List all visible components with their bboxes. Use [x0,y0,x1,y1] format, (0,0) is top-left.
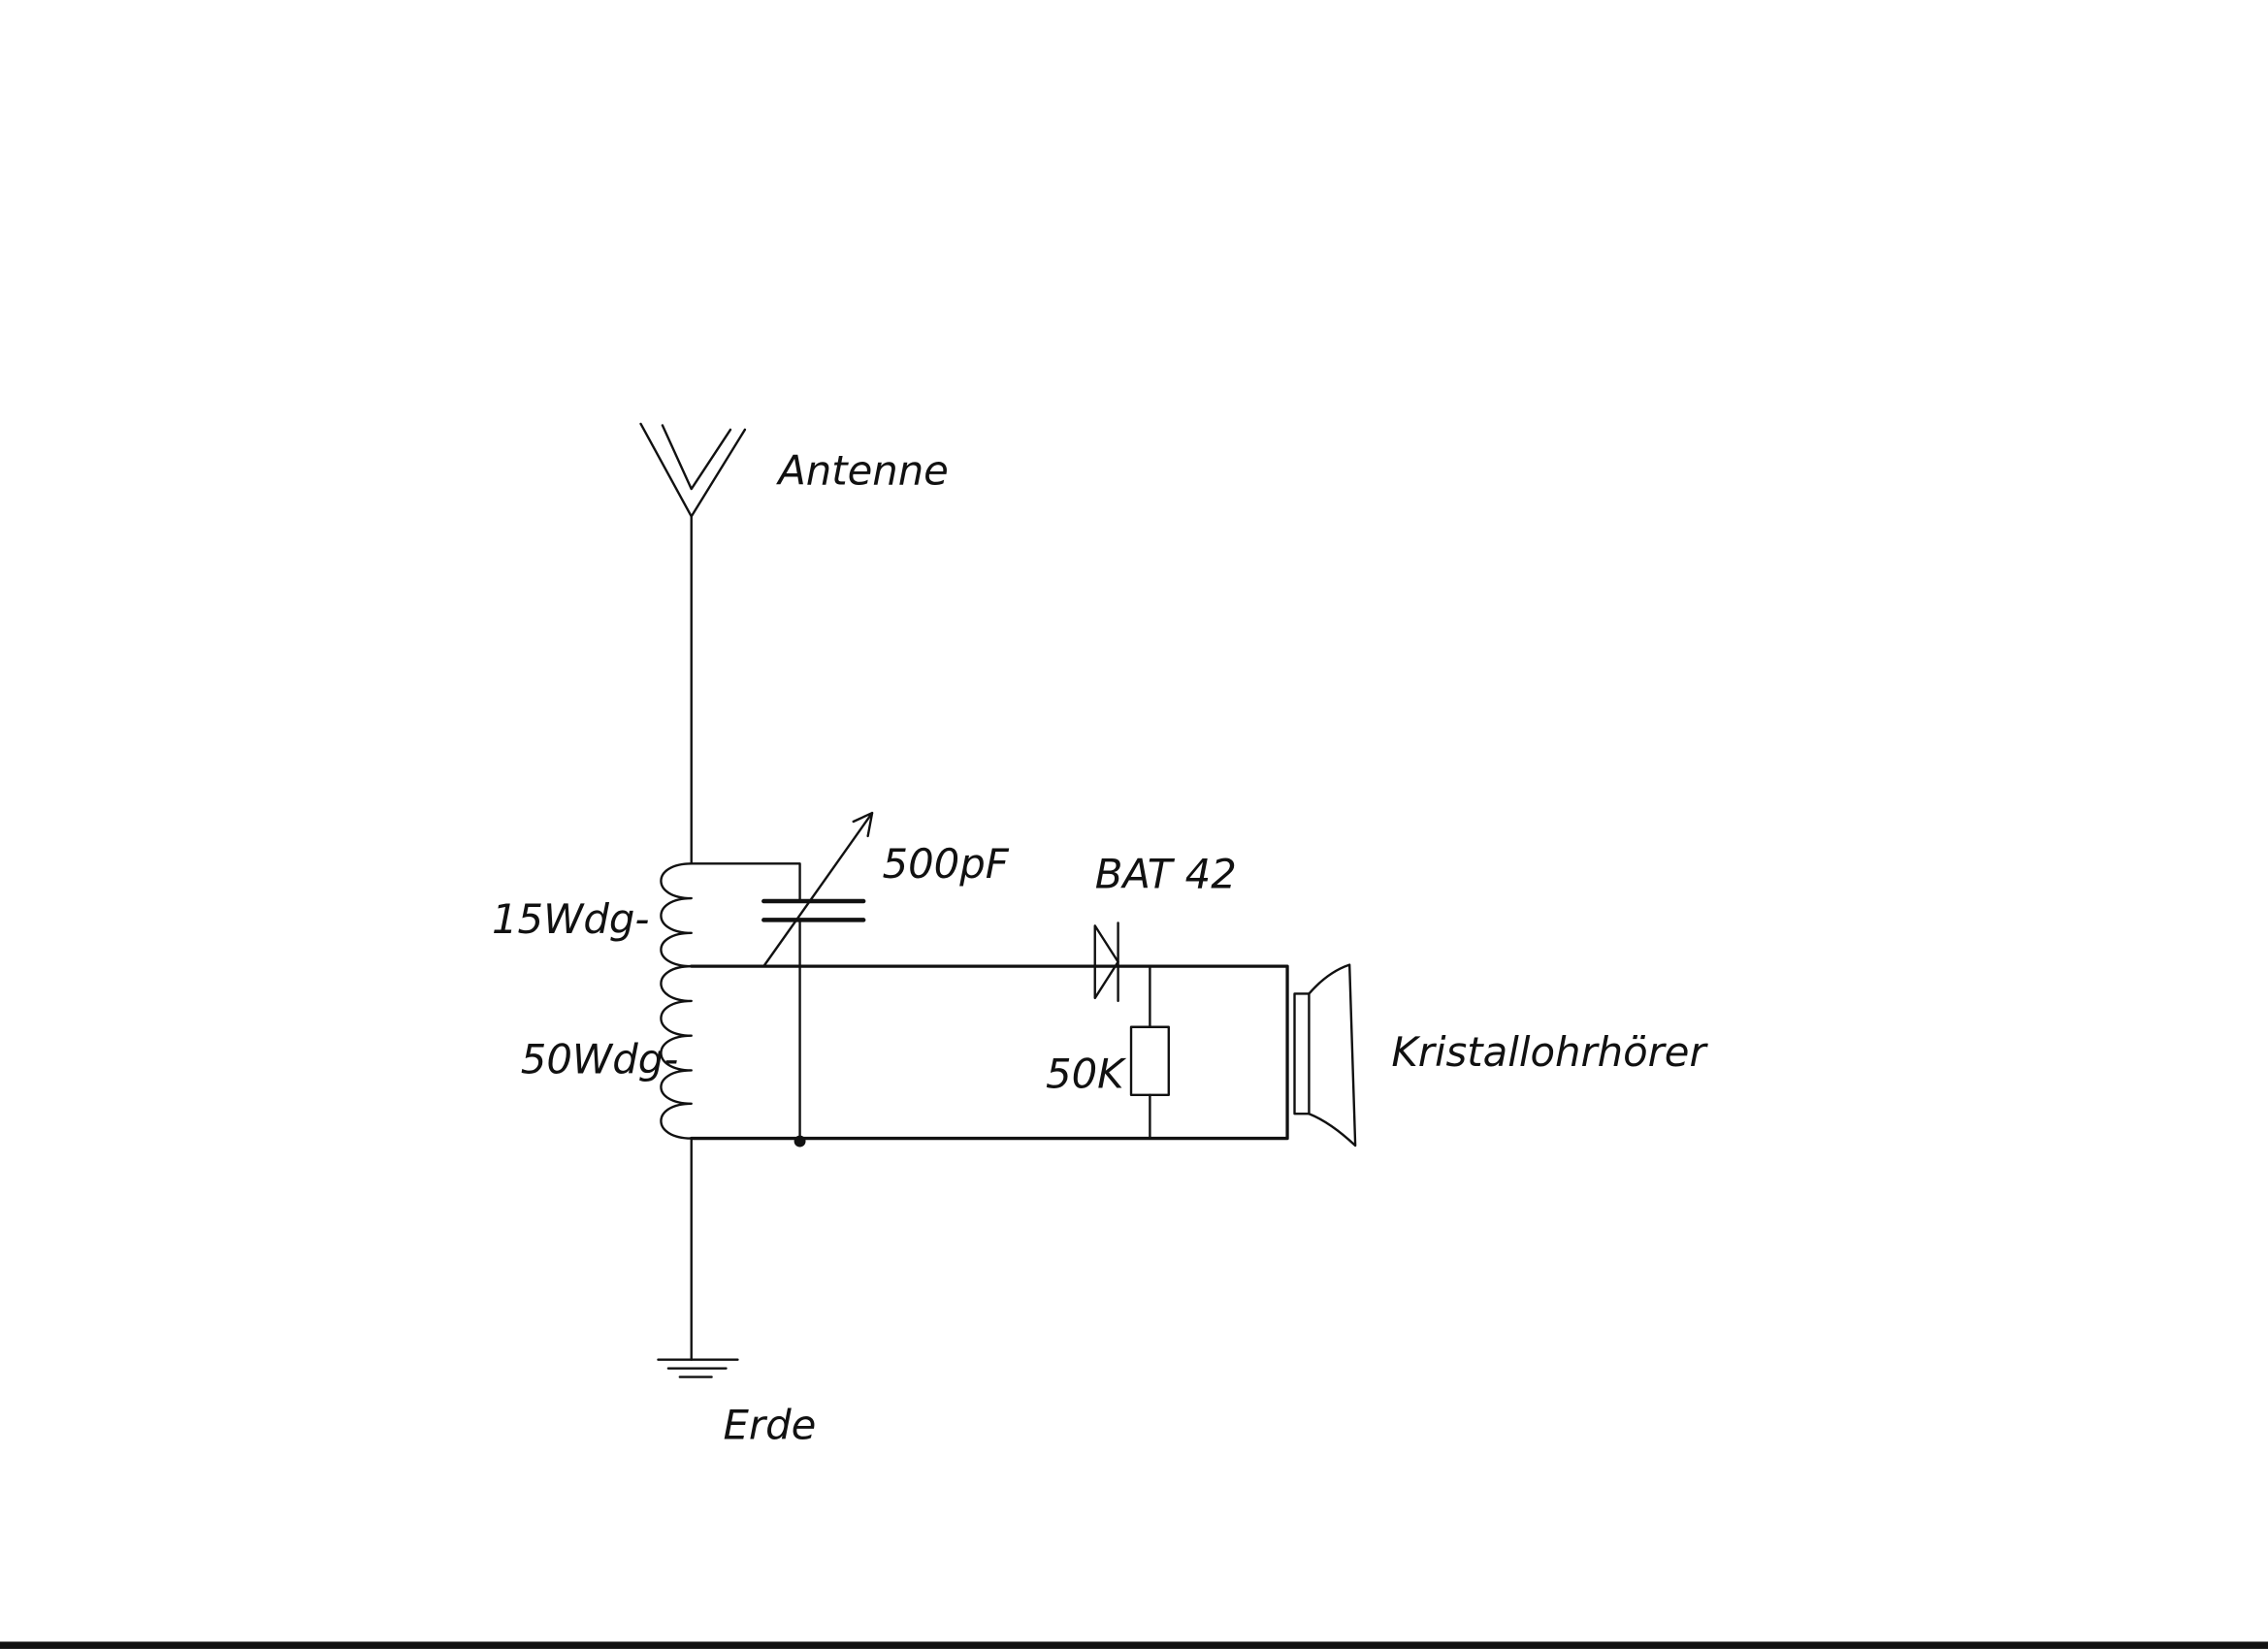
coil-inductor [660,862,693,1140]
coil-lower-label: 50Wdg- [521,1035,678,1083]
diode-label: BAT 42 [1095,851,1237,898]
coil-upper-label: 15Wdg- [492,895,649,943]
earpiece-symbol [1293,963,1357,1148]
diode-symbol [1093,922,1119,1003]
scan-edge-bar [0,1641,2268,1649]
ground-label: Erde [724,1402,817,1449]
capacitor-label: 500pF [883,840,1010,888]
resistor-symbol [1129,964,1170,1140]
antenna-symbol [639,422,747,865]
junction-dot [794,1135,806,1148]
wires [690,964,1289,1148]
resistor-label: 50K [1046,1050,1127,1097]
variable-capacitor [690,811,874,1140]
antenna-label: Antenne [775,447,949,495]
ground-symbol [657,1137,739,1378]
earpiece-label: Kristallohrhörer [1391,1028,1708,1076]
